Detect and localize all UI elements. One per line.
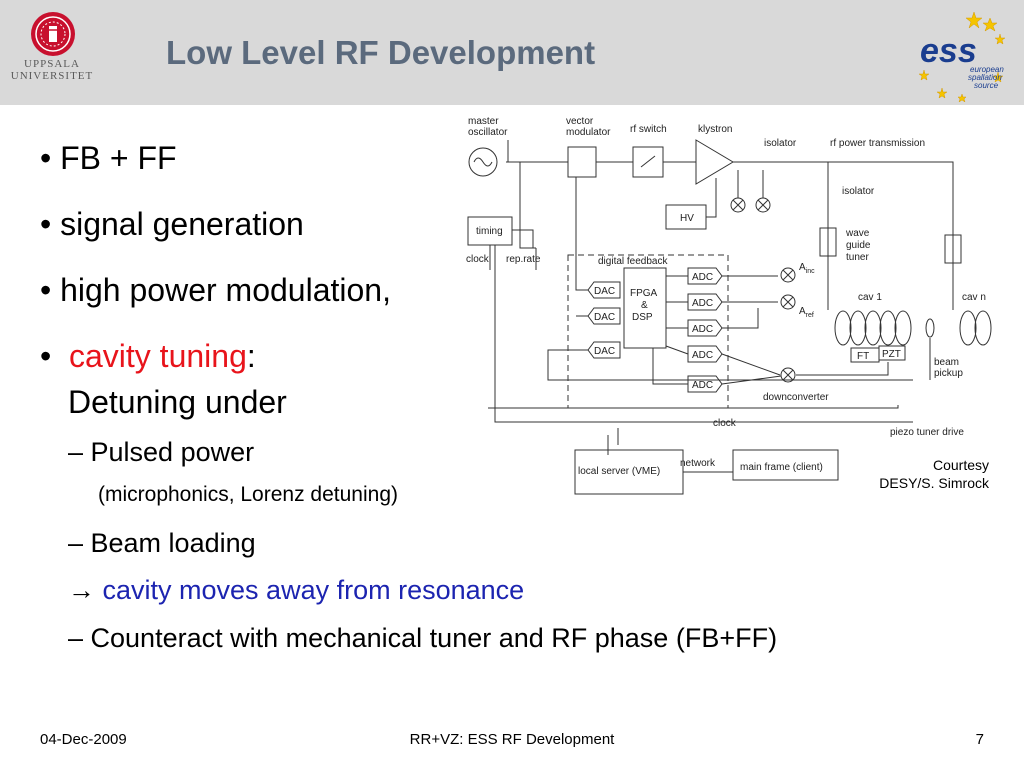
courtesy-note: Courtesy DESY/S. Simrock [879,456,989,492]
sub-bullet-beam-loading: – Beam loading [68,528,256,558]
right-arrow-icon: → [68,575,95,605]
vector-modulator-label-2: modulator [566,127,611,138]
waveguide-label-2: guide [846,240,871,251]
downconverter-label: downconverter [763,392,829,403]
sub-bullet-counteract: – Counteract with mechanical tuner and R… [68,623,778,653]
master-oscillator-label-2: oscillator [468,127,508,138]
clock-bottom-label: clock [713,418,737,429]
a-inc-label: Ainc [799,262,815,275]
isolator-right-label: isolator [842,186,875,197]
slide-number: 7 [975,731,984,748]
bullet-cavity-tuning: • cavity tuning: [40,338,256,374]
ess-logo-word: ess [920,32,977,70]
rf-power-transmission-label: rf power transmission [830,138,925,149]
pzt-label: PZT [882,349,901,360]
footer-title: RR+VZ: ESS RF Development [409,731,615,748]
ft-label: FT [857,351,869,362]
ess-logo-line2: spallation [968,73,1002,82]
university-seal-icon [31,12,75,56]
fpga-label-1: FPGA [630,288,658,299]
dac-label-2: DAC [594,312,615,323]
bullet-detuning-under: Detuning under [68,384,287,420]
slide-title: Low Level RF Development [166,34,596,71]
bullet-signal-generation-text: signal generation [60,206,304,242]
uu-name-line1: UPPSALA [24,58,80,70]
fpga-label-3: DSP [632,312,653,323]
bullet-high-power-modulation: • high power modulation, [40,272,391,308]
rep-rate-label: rep.rate [506,254,541,265]
bullet-fb-ff-text: FB + FF [60,140,177,176]
beam-pickup-label-2: pickup [934,368,963,379]
main-frame-box [732,449,839,481]
cav-n-label: cav n [962,292,986,303]
cavity-tuning-highlight: cavity tuning [68,338,247,374]
dac-label-1: DAC [594,286,615,297]
waveguide-tuner-right [944,234,962,264]
vector-modulator-label-1: vector [566,116,594,127]
sub-bullet-pulsed-power-detail: (microphonics, Lorenz detuning) [98,483,398,506]
clock-left-label: clock [466,254,490,265]
llrf-block-diagram: master oscillator vector modulator rf sw… [466,116,992,495]
beam-pickup-label-1: beam [934,357,959,368]
ess-stars-icon [918,11,1006,102]
klystron-label: klystron [698,124,732,135]
ess-logo: ess european spallation source [918,11,1006,102]
dac-label-3: DAC [594,346,615,357]
oscillator-symbol [468,147,498,177]
ess-logo-line1: european [970,65,1004,74]
header-bar: UPPSALA UNIVERSITET Low Level RF Develop… [0,0,1024,105]
digital-feedback-label: digital feedback [598,256,668,267]
master-oscillator-label-1: master [468,116,499,127]
isolator-top-label: isolator [764,138,797,149]
slide-footer: 04-Dec-2009 RR+VZ: ESS RF Development 7 [0,725,1024,755]
adc-label-1: ADC [692,272,713,283]
local-server-label: local server (VME) [578,466,660,477]
piezo-tuner-drive-label: piezo tuner drive [890,427,964,438]
bullet-high-power-modulation-text: high power modulation, [60,272,391,308]
rf-switch-label: rf switch [630,124,667,135]
fpga-box [623,267,667,349]
adc-label-2: ADC [692,298,713,309]
sub-bullet-pulsed-power: – Pulsed power [68,437,255,467]
cavity-n-symbol [959,310,992,346]
bullet-signal-generation: • signal generation [40,206,304,242]
arrow-line-text: cavity moves away from resonance [102,575,525,605]
cavity-tuning-colon: : [246,338,256,374]
uppsala-university-name: UPPSALA UNIVERSITET [2,58,102,82]
arrow-line: → cavity moves away from resonance [68,575,524,606]
footer-date: 04-Dec-2009 [40,731,127,748]
adc-label-3: ADC [692,324,713,335]
a-ref-label: Aref [799,306,814,319]
ess-logo-line3: source [974,81,999,90]
uppsala-university-logo [31,12,75,56]
waveguide-label-3: tuner [846,252,869,263]
courtesy-line1: Courtesy [932,457,989,473]
main-frame-label: main frame (client) [740,462,823,473]
pzt-box [878,345,906,361]
cav-1-label: cav 1 [858,292,882,303]
vector-modulator-box [567,146,597,178]
adc-label-5: ADC [692,380,713,391]
adc-label-4: ADC [692,350,713,361]
rf-switch-box [632,146,664,178]
hv-label: HV [680,213,694,224]
courtesy-line2: DESY/S. Simrock [879,475,989,491]
network-label: network [680,458,716,469]
cavity-1-symbol [834,310,912,346]
timing-label: timing [476,226,503,237]
waveguide-label-1: wave [845,228,870,239]
waveguide-tuner-left [819,227,837,257]
bullet-fb-ff: • FB + FF [40,140,177,176]
fpga-label-2: & [641,300,648,311]
uu-name-line2: UNIVERSITET [10,70,94,82]
klystron-symbol [695,139,734,185]
